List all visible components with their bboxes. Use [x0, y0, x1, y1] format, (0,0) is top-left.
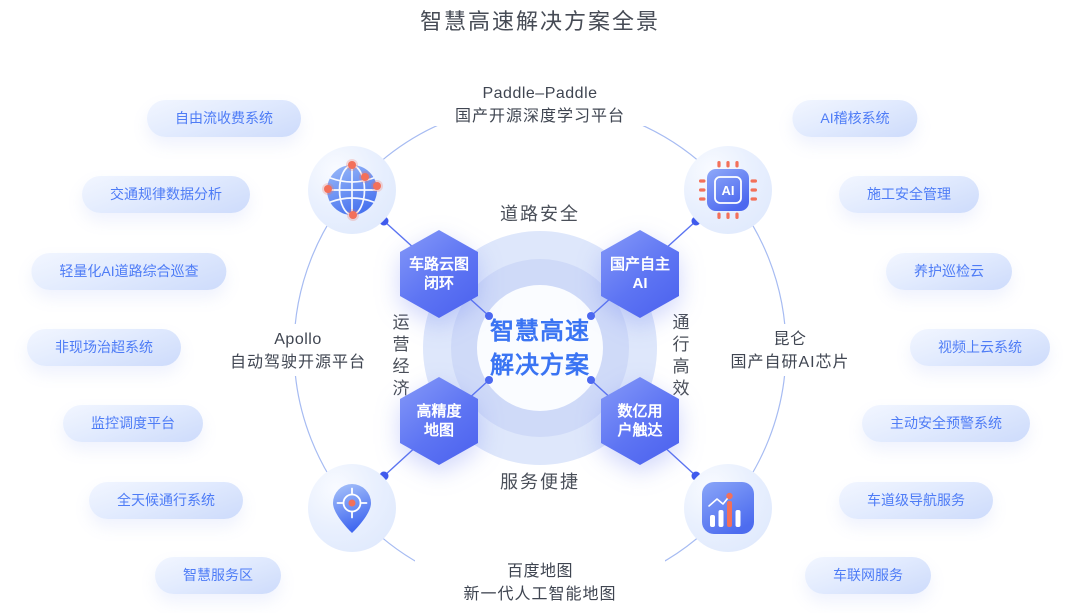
center-title: 智慧高速 解决方案	[490, 315, 590, 383]
hexagon-line: 高精度	[416, 403, 462, 420]
solution-pill-right-0: AI稽核系统	[792, 100, 918, 137]
partner-apollo-desc: 自动驾驶开源平台	[229, 354, 367, 371]
partner-kunlun-desc: 国产自研AI芯片	[730, 354, 850, 371]
ring-label-operation-economy: 运营经济	[389, 313, 409, 401]
badge-bar-chart	[684, 464, 772, 552]
solution-pill-right-5: 车道级导航服务	[839, 482, 993, 519]
partner-paddle-desc: 国产开源深度学习平台	[454, 108, 626, 125]
solution-pill-right-1: 施工安全管理	[839, 176, 979, 213]
solution-pill-right-4: 主动安全预警系统	[862, 405, 1030, 442]
solution-pill-left-6: 智慧服务区	[155, 557, 281, 594]
solution-pill-right-2: 养护巡检云	[886, 253, 1012, 290]
hexagon-line: 户触达	[617, 422, 663, 439]
map-pin-icon	[333, 484, 371, 533]
badge-globe	[308, 146, 396, 234]
hexagon-line: 数亿用	[617, 403, 663, 420]
solution-pill-right-3: 视频上云系统	[910, 329, 1050, 366]
center-title-line1: 智慧高速	[490, 318, 590, 345]
hexagon-line: 车路云图	[408, 256, 469, 273]
solution-pill-left-5: 全天候通行系统	[89, 482, 243, 519]
hexagon-vehicle-road-cloud: 车路云图 闭环	[400, 230, 478, 318]
partner-kunlun: 昆仑 国产自研AI芯片	[718, 326, 862, 376]
partner-apollo: Apollo 自动驾驶开源平台	[217, 326, 379, 376]
hexagon-line: 闭环	[423, 275, 454, 292]
partner-paddle-name: Paddle–Paddle	[482, 85, 598, 102]
ring-label-convenient-service: 服务便捷	[500, 472, 580, 492]
solution-pill-right-6: 车联网服务	[805, 557, 931, 594]
partner-baidu-map-name: 百度地图	[506, 563, 574, 580]
hexagon-line: 国产自主	[609, 256, 670, 273]
solution-pill-left-0: 自由流收费系统	[147, 100, 301, 137]
hexagon-hd-map: 高精度 地图	[400, 377, 478, 465]
ring-label-efficient-traffic: 通行高效	[669, 313, 689, 401]
hexagon-user-reach: 数亿用 户触达	[601, 377, 679, 465]
ring-label-road-safety: 道路安全	[500, 204, 580, 224]
partner-baidu-map-desc: 新一代人工智能地图	[463, 586, 617, 603]
center-title-line2: 解决方案	[490, 352, 590, 379]
badge-map-pin	[308, 464, 396, 552]
solution-pill-left-2: 轻量化AI道路综合巡查	[31, 253, 227, 290]
center-disc-core	[477, 285, 603, 411]
partner-baidu-map: 百度地图 新一代人工智能地图	[451, 558, 629, 608]
globe-network-icon	[322, 159, 383, 221]
partner-kunlun-name: 昆仑	[773, 331, 807, 348]
solution-pill-left-3: 非现场治超系统	[27, 329, 181, 366]
svg-text:AI: AI	[722, 183, 735, 198]
hexagon-line: AI	[632, 275, 648, 292]
solution-pill-left-1: 交通规律数据分析	[82, 176, 250, 213]
connector-inner-dots	[485, 312, 595, 384]
partner-apollo-name: Apollo	[274, 331, 322, 348]
page-title: 智慧高速解决方案全景	[419, 9, 661, 34]
hexagon-domestic-ai: 国产自主 AI	[601, 230, 679, 318]
bar-chart-icon	[702, 482, 754, 534]
solution-pill-left-4: 监控调度平台	[63, 405, 203, 442]
hexagon-line: 地图	[423, 422, 454, 439]
badge-ai-chip: AI	[684, 146, 772, 234]
ai-chip-icon: AI	[699, 161, 757, 219]
partner-paddle: Paddle–Paddle 国产开源深度学习平台	[442, 80, 638, 130]
